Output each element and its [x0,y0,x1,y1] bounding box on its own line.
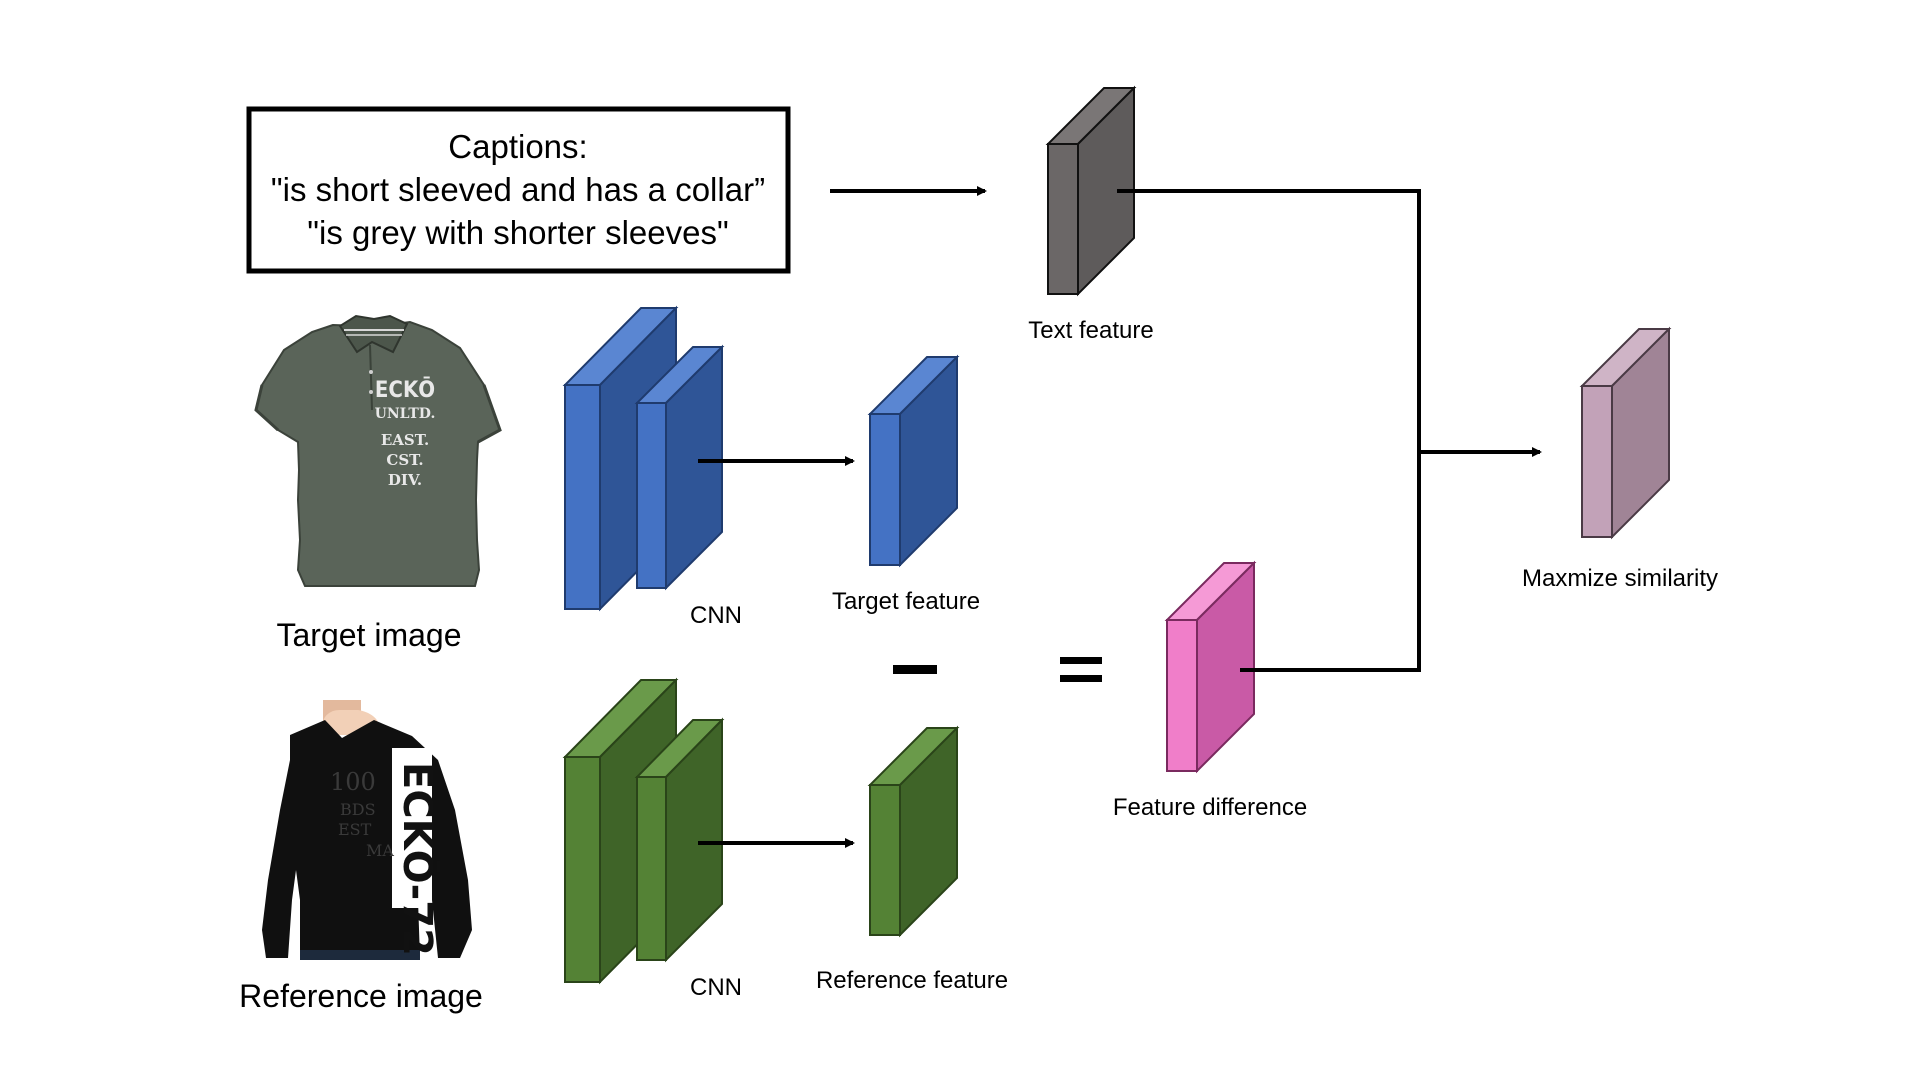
cnn-bottom-blocks [562,677,725,985]
reference-feature-label: Reference feature [816,967,1008,994]
reference-image-label: Reference image [239,978,483,1014]
caption-line-1: "is short sleeved and has a collar” [271,171,765,208]
target-shirt-print-3: EAST. [381,431,429,449]
target-shirt-print-5: DIV. [388,471,422,489]
target-shirt-print-1: ECKŌ [375,377,435,403]
text-feature-label: Text feature [1028,317,1153,344]
connector-text-and-difference [1117,189,1421,672]
reference-shirt-print-bg-2: BDS [340,800,376,819]
feature-difference-block [1164,560,1257,774]
caption-line-2: "is grey with shorter sleeves" [307,214,728,251]
captions-title: Captions: [448,128,587,165]
equals-sign-top [1060,657,1102,664]
target-feature-block [867,354,960,568]
cnn-bottom-label: CNN [690,974,742,1001]
target-shirt-print-4: CST. [386,451,423,469]
reference-shirt-print-bg-4: MA [366,841,394,860]
target-shirt-image: ECKŌ UNLTD. EAST. CST. DIV. [254,314,502,587]
equals-sign-bottom [1060,675,1102,682]
cnn-top-blocks [562,305,725,612]
target-image-label: Target image [277,617,462,653]
feature-difference-label: Feature difference [1113,794,1307,821]
target-shirt-print-2: UNLTD. [375,406,436,422]
reference-shirt-image: ECKŌ-72 100 BDS EST MA [262,700,472,960]
text-feature-block [1045,85,1137,297]
cnn-top-label: CNN [690,602,742,629]
reference-shirt-print-bg-3: EST [338,820,372,839]
target-feature-label: Target feature [832,588,980,615]
reference-shirt-print-bg-1: 100 [330,768,376,796]
reference-feature-block [867,725,960,938]
reference-shirt-print-main: ECKŌ-72 [394,762,442,956]
maximize-similarity-label: Maxmize similarity [1522,565,1718,592]
similarity-block [1579,326,1672,540]
captions-box: Captions: "is short sleeved and has a co… [246,106,791,274]
minus-sign-text: − [930,675,931,677]
minus-sign [893,665,937,674]
